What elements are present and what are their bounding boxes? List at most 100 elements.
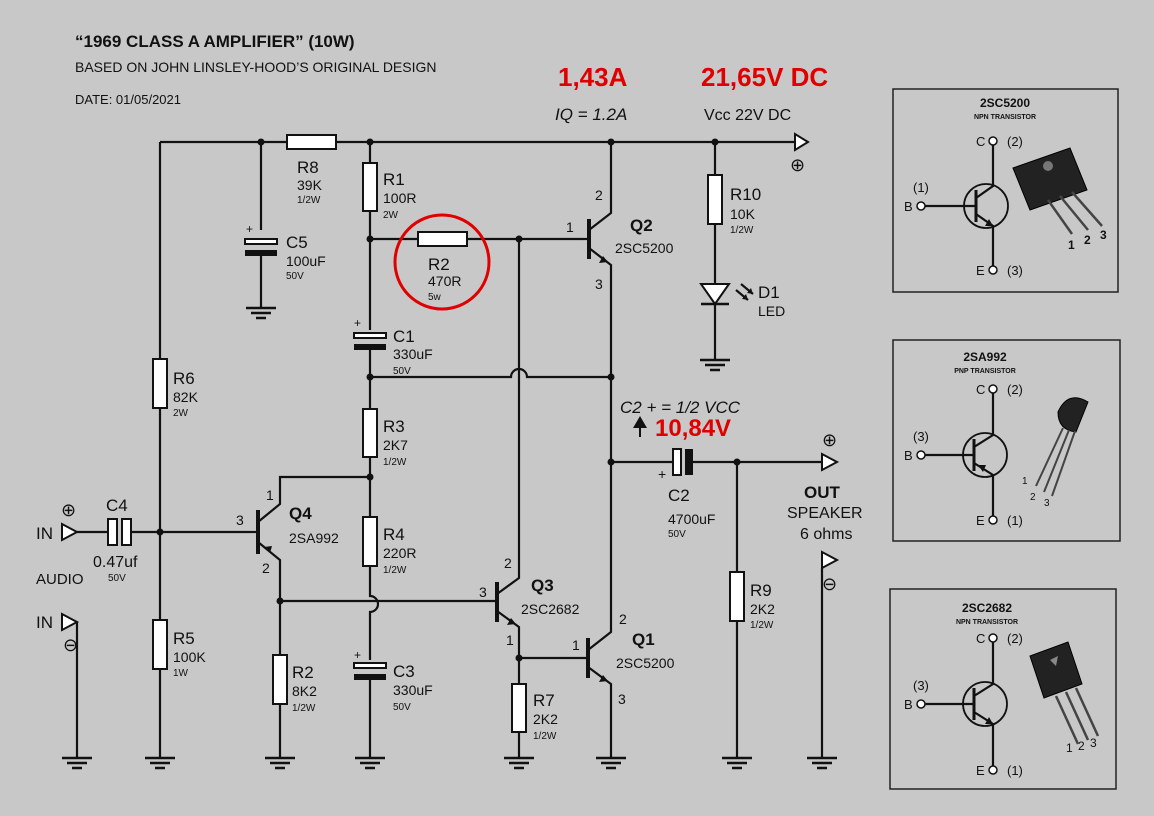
c2-capacitor bbox=[672, 448, 682, 476]
c4-voltage: 50V bbox=[108, 573, 126, 584]
output-minus-symbol: ⊖ bbox=[822, 574, 837, 594]
pkg1-lead3: 3 bbox=[1100, 228, 1107, 242]
r7-resistor bbox=[511, 683, 527, 733]
q2-pin1: 1 bbox=[566, 219, 574, 235]
c4-value: 0.47uf bbox=[93, 554, 138, 571]
pkg3-lead1: 1 bbox=[1066, 741, 1073, 755]
r1-value: 100R bbox=[383, 190, 416, 206]
package-box-2sc5200: 2SC5200 NPN TRANSISTOR C (2) B (1) E (3)… bbox=[892, 88, 1119, 293]
c1-plus: + bbox=[354, 316, 361, 330]
c3-voltage: 50V bbox=[393, 702, 411, 713]
pkg1-b-pin: (1) bbox=[913, 180, 929, 195]
pkg2-c: C bbox=[976, 382, 985, 397]
c2-label: C2 bbox=[668, 486, 690, 505]
q3-part: 2SC2682 bbox=[521, 601, 580, 617]
pkg1-lead2: 2 bbox=[1084, 233, 1091, 247]
r4-power: 1/2W bbox=[383, 565, 407, 576]
q2-label: Q2 bbox=[630, 216, 653, 235]
pkg1-lead1: 1 bbox=[1068, 238, 1075, 252]
q1-pin2: 2 bbox=[619, 611, 627, 627]
r1-label: R1 bbox=[383, 170, 405, 189]
output-plus-symbol: ⊕ bbox=[822, 430, 837, 450]
r10-value: 10K bbox=[730, 206, 756, 222]
r8-label: R8 bbox=[297, 158, 319, 177]
input-label-plus: IN bbox=[36, 524, 53, 543]
r2-470-resistor bbox=[417, 231, 468, 247]
q3-label: Q3 bbox=[531, 576, 554, 595]
d1-value: LED bbox=[758, 303, 785, 319]
q2-pin2: 2 bbox=[595, 187, 603, 203]
c2-plus: + bbox=[658, 466, 666, 482]
measured-current: 1,43A bbox=[558, 62, 628, 92]
c4-capacitor bbox=[107, 518, 118, 546]
pkg2-lead1: 1 bbox=[1022, 476, 1028, 487]
pkg2-e: E bbox=[976, 513, 985, 528]
q3-pin3: 3 bbox=[479, 584, 487, 600]
r3-power: 1/2W bbox=[383, 457, 407, 468]
d1-led bbox=[699, 283, 731, 306]
r5-power: 1W bbox=[173, 668, 189, 679]
vcc-plus-symbol: ⊕ bbox=[790, 155, 805, 175]
pkg3-body-icon bbox=[1029, 641, 1083, 699]
pkg2-body-icon bbox=[1057, 397, 1089, 433]
r4-label: R4 bbox=[383, 525, 405, 544]
r1-resistor bbox=[362, 162, 378, 212]
vcc-label: Vcc 22V DC bbox=[704, 107, 791, 124]
r9-label: R9 bbox=[750, 581, 772, 600]
output-label: OUT bbox=[804, 483, 841, 502]
c5-capacitor bbox=[244, 238, 278, 257]
r7-label: R7 bbox=[533, 691, 555, 710]
r7-value: 2K2 bbox=[533, 711, 558, 727]
r3-value: 2K7 bbox=[383, 437, 408, 453]
measured-voltage: 21,65V DC bbox=[701, 62, 828, 92]
c2-value: 4700uF bbox=[668, 511, 715, 527]
vcc-terminal bbox=[794, 132, 810, 152]
input-terminal-minus bbox=[61, 612, 80, 632]
c1-capacitor bbox=[353, 332, 387, 351]
r5-value: 100K bbox=[173, 649, 206, 665]
c3-plus: + bbox=[354, 648, 361, 662]
pkg2-c-pin: (2) bbox=[1007, 382, 1023, 397]
pkg1-body-icon bbox=[1012, 147, 1088, 211]
pkg3-c-pin: (2) bbox=[1007, 631, 1023, 646]
pkg3-b-pin: (3) bbox=[913, 678, 929, 693]
c1-label: C1 bbox=[393, 327, 415, 346]
input-terminal-plus bbox=[61, 522, 80, 542]
r4-resistor bbox=[362, 516, 378, 567]
pkg2-lead3: 3 bbox=[1044, 498, 1050, 509]
c3-value: 330uF bbox=[393, 682, 433, 698]
q1-label: Q1 bbox=[632, 630, 655, 649]
pkg2-b-pin: (3) bbox=[913, 429, 929, 444]
r2-highlight-circle bbox=[393, 213, 491, 311]
r3-label: R3 bbox=[383, 417, 405, 436]
pkg1-c: C bbox=[976, 134, 985, 149]
r10-label: R10 bbox=[730, 185, 761, 204]
pkg3-e-pin: (1) bbox=[1007, 763, 1023, 778]
q4-pin2: 2 bbox=[262, 560, 270, 576]
r7-power: 1/2W bbox=[533, 731, 557, 742]
r2-470-power: 5w bbox=[428, 292, 442, 303]
c2-measured-voltage: 10,84V bbox=[655, 415, 731, 442]
pkg3-lead2: 2 bbox=[1078, 739, 1085, 753]
q4-pin1: 1 bbox=[266, 487, 274, 503]
r9-power: 1/2W bbox=[750, 620, 774, 631]
q1-pin3: 3 bbox=[618, 691, 626, 707]
q4-part: 2SA992 bbox=[289, 530, 339, 546]
c5-value: 100uF bbox=[286, 253, 326, 269]
pkg1-e: E bbox=[976, 263, 985, 278]
r6-resistor bbox=[152, 358, 168, 409]
package-box-2sa992: 2SA992 PNP TRANSISTOR C (2) B (3) E (1) … bbox=[892, 339, 1121, 542]
r2-8k2-resistor bbox=[272, 654, 288, 705]
pkg3-c: C bbox=[976, 631, 985, 646]
r10-resistor bbox=[707, 174, 723, 225]
r10-power: 1/2W bbox=[730, 225, 754, 236]
output-terminal-plus bbox=[821, 452, 840, 472]
q3-pin1: 1 bbox=[506, 632, 514, 648]
audio-label: AUDIO bbox=[36, 571, 84, 588]
input-label-minus: IN bbox=[36, 613, 53, 632]
q1-part: 2SC5200 bbox=[616, 655, 675, 671]
r2-8k2-label: R2 bbox=[292, 663, 314, 682]
c5-plus: + bbox=[246, 222, 253, 236]
r5-label: R5 bbox=[173, 629, 195, 648]
